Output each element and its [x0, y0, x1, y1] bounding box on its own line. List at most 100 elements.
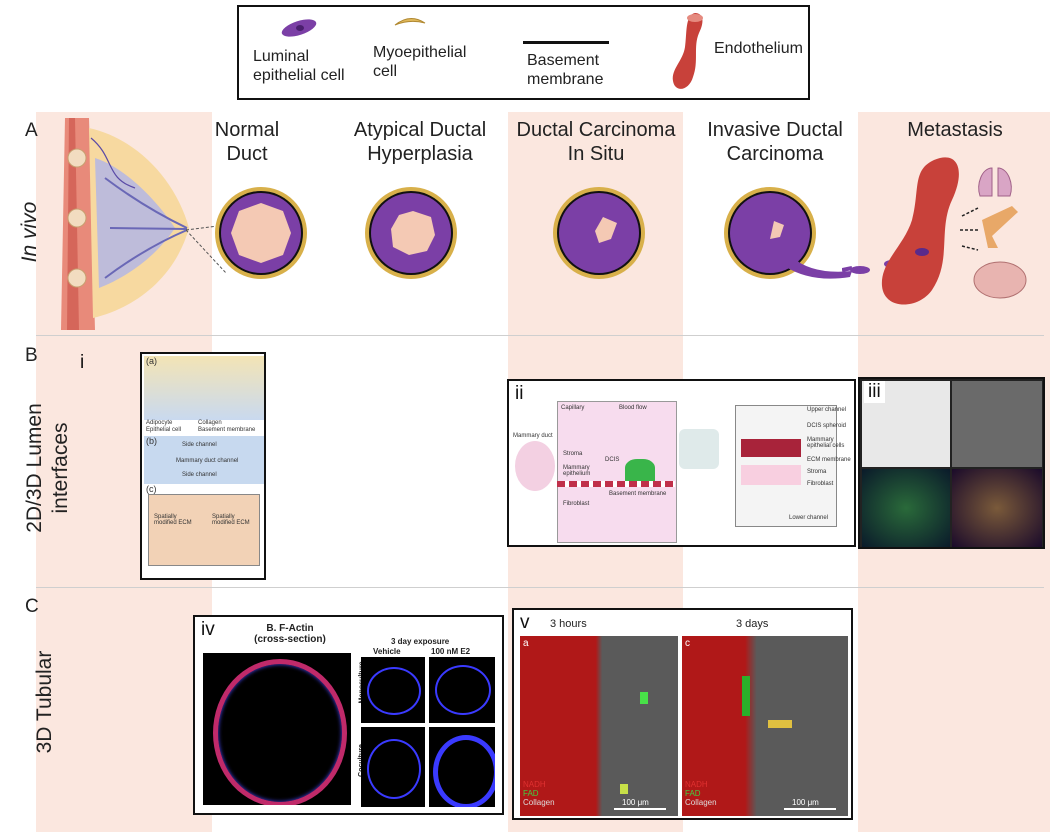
section-b-letter: B — [25, 345, 38, 366]
duct-adh-illustration — [365, 187, 457, 279]
row-divider-1 — [36, 335, 1044, 336]
panel-ii-chip-photo — [679, 429, 719, 469]
panel-ii-label-stroma: Stroma — [563, 451, 583, 457]
stage-title-normal: Normal Duct — [214, 119, 280, 165]
panel-i-label-b: (b) — [146, 436, 157, 446]
section-c-letter: C — [25, 596, 39, 617]
myoepithelial-cell-icon — [394, 18, 426, 26]
panel-ii-label-mammary-duct: Mammary duct — [513, 433, 553, 439]
legend-box: Luminal epithelial cell Myoepithelial ce… — [237, 5, 810, 100]
panel-i-a-tissue — [144, 356, 264, 420]
stage-title-adh: Atypical Ductal Hyperplasia — [353, 119, 487, 165]
panel-ii-label-mammary-cells: Mammary epithelial cells — [807, 437, 845, 449]
panel-i-label-collagen: Collagen — [198, 420, 222, 426]
panel-ii-label-dcis: DCIS — [605, 457, 620, 463]
panel-i-c-ecm — [148, 494, 260, 566]
zoom-lines — [186, 225, 226, 274]
panel-ii-label-epithelium: Mammary epithelium — [563, 465, 591, 477]
stage-title-dcis: Ductal Carcinoma In Situ — [516, 119, 676, 165]
metastasis-illustration — [842, 157, 1027, 305]
panel-ii-figure: ii Capillary Blood flow Mammary duct Str… — [507, 379, 856, 547]
panel-ii-label-fibroblast: Fibroblast — [563, 501, 590, 507]
panel-iii-fluor-1 — [862, 469, 950, 547]
legend-endothelium-label: Endothelium — [714, 40, 803, 57]
panel-ii-dcis-mass — [625, 459, 655, 481]
panel-v-fad-2: FAD — [685, 789, 701, 798]
panel-ii-upper-channel — [741, 439, 801, 457]
panel-ii-label-ecm-membrane: ECM membrane — [807, 457, 851, 463]
row-label-lumen-interfaces: 2D/3D Lumen interfaces — [23, 403, 72, 533]
row-label-3d-tubular: 3D Tubular — [33, 650, 56, 754]
panel-i-label-side-channel-1: Side channel — [182, 442, 217, 448]
section-a-letter: A — [25, 120, 38, 141]
duct-dcis-illustration — [553, 187, 645, 279]
panel-i-label-adipocyte: Adipocyte — [146, 420, 173, 426]
duct-normal-illustration — [215, 187, 307, 279]
panel-iv-figure: iv B. F-Actin (cross-section) 3 day expo… — [193, 615, 504, 815]
panel-ii-label-lower-channel: Lower channel — [789, 515, 829, 521]
panel-iv-co-e2 — [429, 727, 495, 807]
panel-i-label-ecm-1: Spatially modified ECM — [154, 514, 192, 526]
panel-i-label-ecm-2: Spatially modified ECM — [212, 514, 250, 526]
panel-iii-brightfield — [952, 381, 1042, 467]
panel-iv-title: B. F-Actin (cross-section) — [254, 623, 326, 645]
legend-luminal-label: Luminal epithelial cell — [253, 48, 345, 84]
breast-anatomy-illustration — [61, 118, 189, 330]
panel-iii-figure: iii — [858, 377, 1045, 549]
panel-i-roman: i — [80, 352, 85, 373]
panel-iv-co-vehicle — [361, 727, 425, 807]
panel-v-image-3d: c NADH FAD Collagen 100 μm — [682, 636, 848, 816]
panel-iii-fluor-2 — [952, 469, 1042, 547]
panel-iv-mono-vehicle — [361, 657, 425, 723]
panel-v-time-2: 3 days — [736, 618, 769, 630]
endothelium-icon — [672, 13, 703, 89]
panel-v-figure: v 3 hours 3 days a NADH FAD Collagen 100… — [512, 608, 853, 820]
panel-i-label-basement: Basement membrane — [198, 427, 256, 433]
panel-iii-roman: iii — [864, 381, 885, 403]
panel-ii-label-capillary: Capillary — [561, 405, 585, 411]
panel-iv-mono-e2 — [429, 657, 495, 723]
panel-iv-factin-image — [203, 653, 351, 805]
panel-i-label-a: (a) — [146, 356, 157, 366]
panel-ii-label-blood-flow: Blood flow — [619, 405, 647, 411]
legend-myo-label: Myoepithelial cell — [373, 44, 467, 80]
row-divider-2 — [36, 587, 1044, 588]
panel-v-time-1: 3 hours — [550, 618, 587, 630]
panel-iv-e2: 100 nM E2 — [431, 647, 471, 656]
panel-ii-duct-schematic — [557, 401, 677, 543]
panel-i-label-side-channel-2: Side channel — [182, 472, 217, 478]
panel-v-sub-c: c — [685, 638, 690, 649]
panel-v-sub-a: a — [523, 638, 529, 649]
panel-i-b-chip — [144, 436, 264, 484]
panel-ii-label-upper-channel: Upper channel — [807, 407, 847, 413]
panel-ii-label-fibroblast-2: Fibroblast — [807, 481, 834, 487]
panel-i-figure: (a) Adipocyte Collagen Epithelial cell B… — [140, 352, 266, 580]
panel-v-nadh-1: NADH — [523, 780, 546, 789]
panel-ii-lower-channel — [741, 465, 801, 485]
panel-ii-label-basement: Basement membrane — [609, 491, 667, 497]
panel-v-image-3h: a NADH FAD Collagen 100 μm — [520, 636, 678, 816]
panel-i-label-duct-channel: Mammary duct channel — [176, 458, 239, 464]
panel-ii-mammary-duct-blob — [515, 441, 555, 491]
panel-v-nadh-2: NADH — [685, 780, 708, 789]
panel-iv-vehicle: Vehicle — [373, 647, 401, 656]
panel-v-roman: v — [520, 612, 530, 633]
panel-v-scale-1: 100 μm — [622, 798, 649, 807]
panel-v-scalebar-1 — [614, 808, 666, 810]
panel-iv-exposure: 3 day exposure — [391, 637, 450, 646]
panel-v-scalebar-2 — [784, 808, 836, 810]
panel-v-collagen-1: Collagen — [523, 798, 555, 807]
duct-idc-illustration — [724, 187, 852, 279]
panel-i-label-c: (c) — [146, 484, 157, 494]
row-label-in-vivo: In vivo — [18, 201, 41, 263]
legend-basement-label: Basement membrane — [527, 52, 604, 88]
stage-title-idc: Invasive Ductal Carcinoma — [707, 119, 843, 165]
panel-ii-label-spheroid: DCIS spheroid — [807, 423, 847, 429]
panel-v-collagen-2: Collagen — [685, 798, 717, 807]
stage-title-metastasis: Metastasis — [907, 119, 1003, 141]
basement-membrane-icon — [523, 41, 609, 44]
panel-v-fad-1: FAD — [523, 789, 539, 798]
luminal-cell-icon — [281, 19, 317, 37]
panel-i-label-epithelial: Epithelial cell — [146, 427, 182, 433]
panel-ii-basement-stripe — [557, 481, 675, 487]
